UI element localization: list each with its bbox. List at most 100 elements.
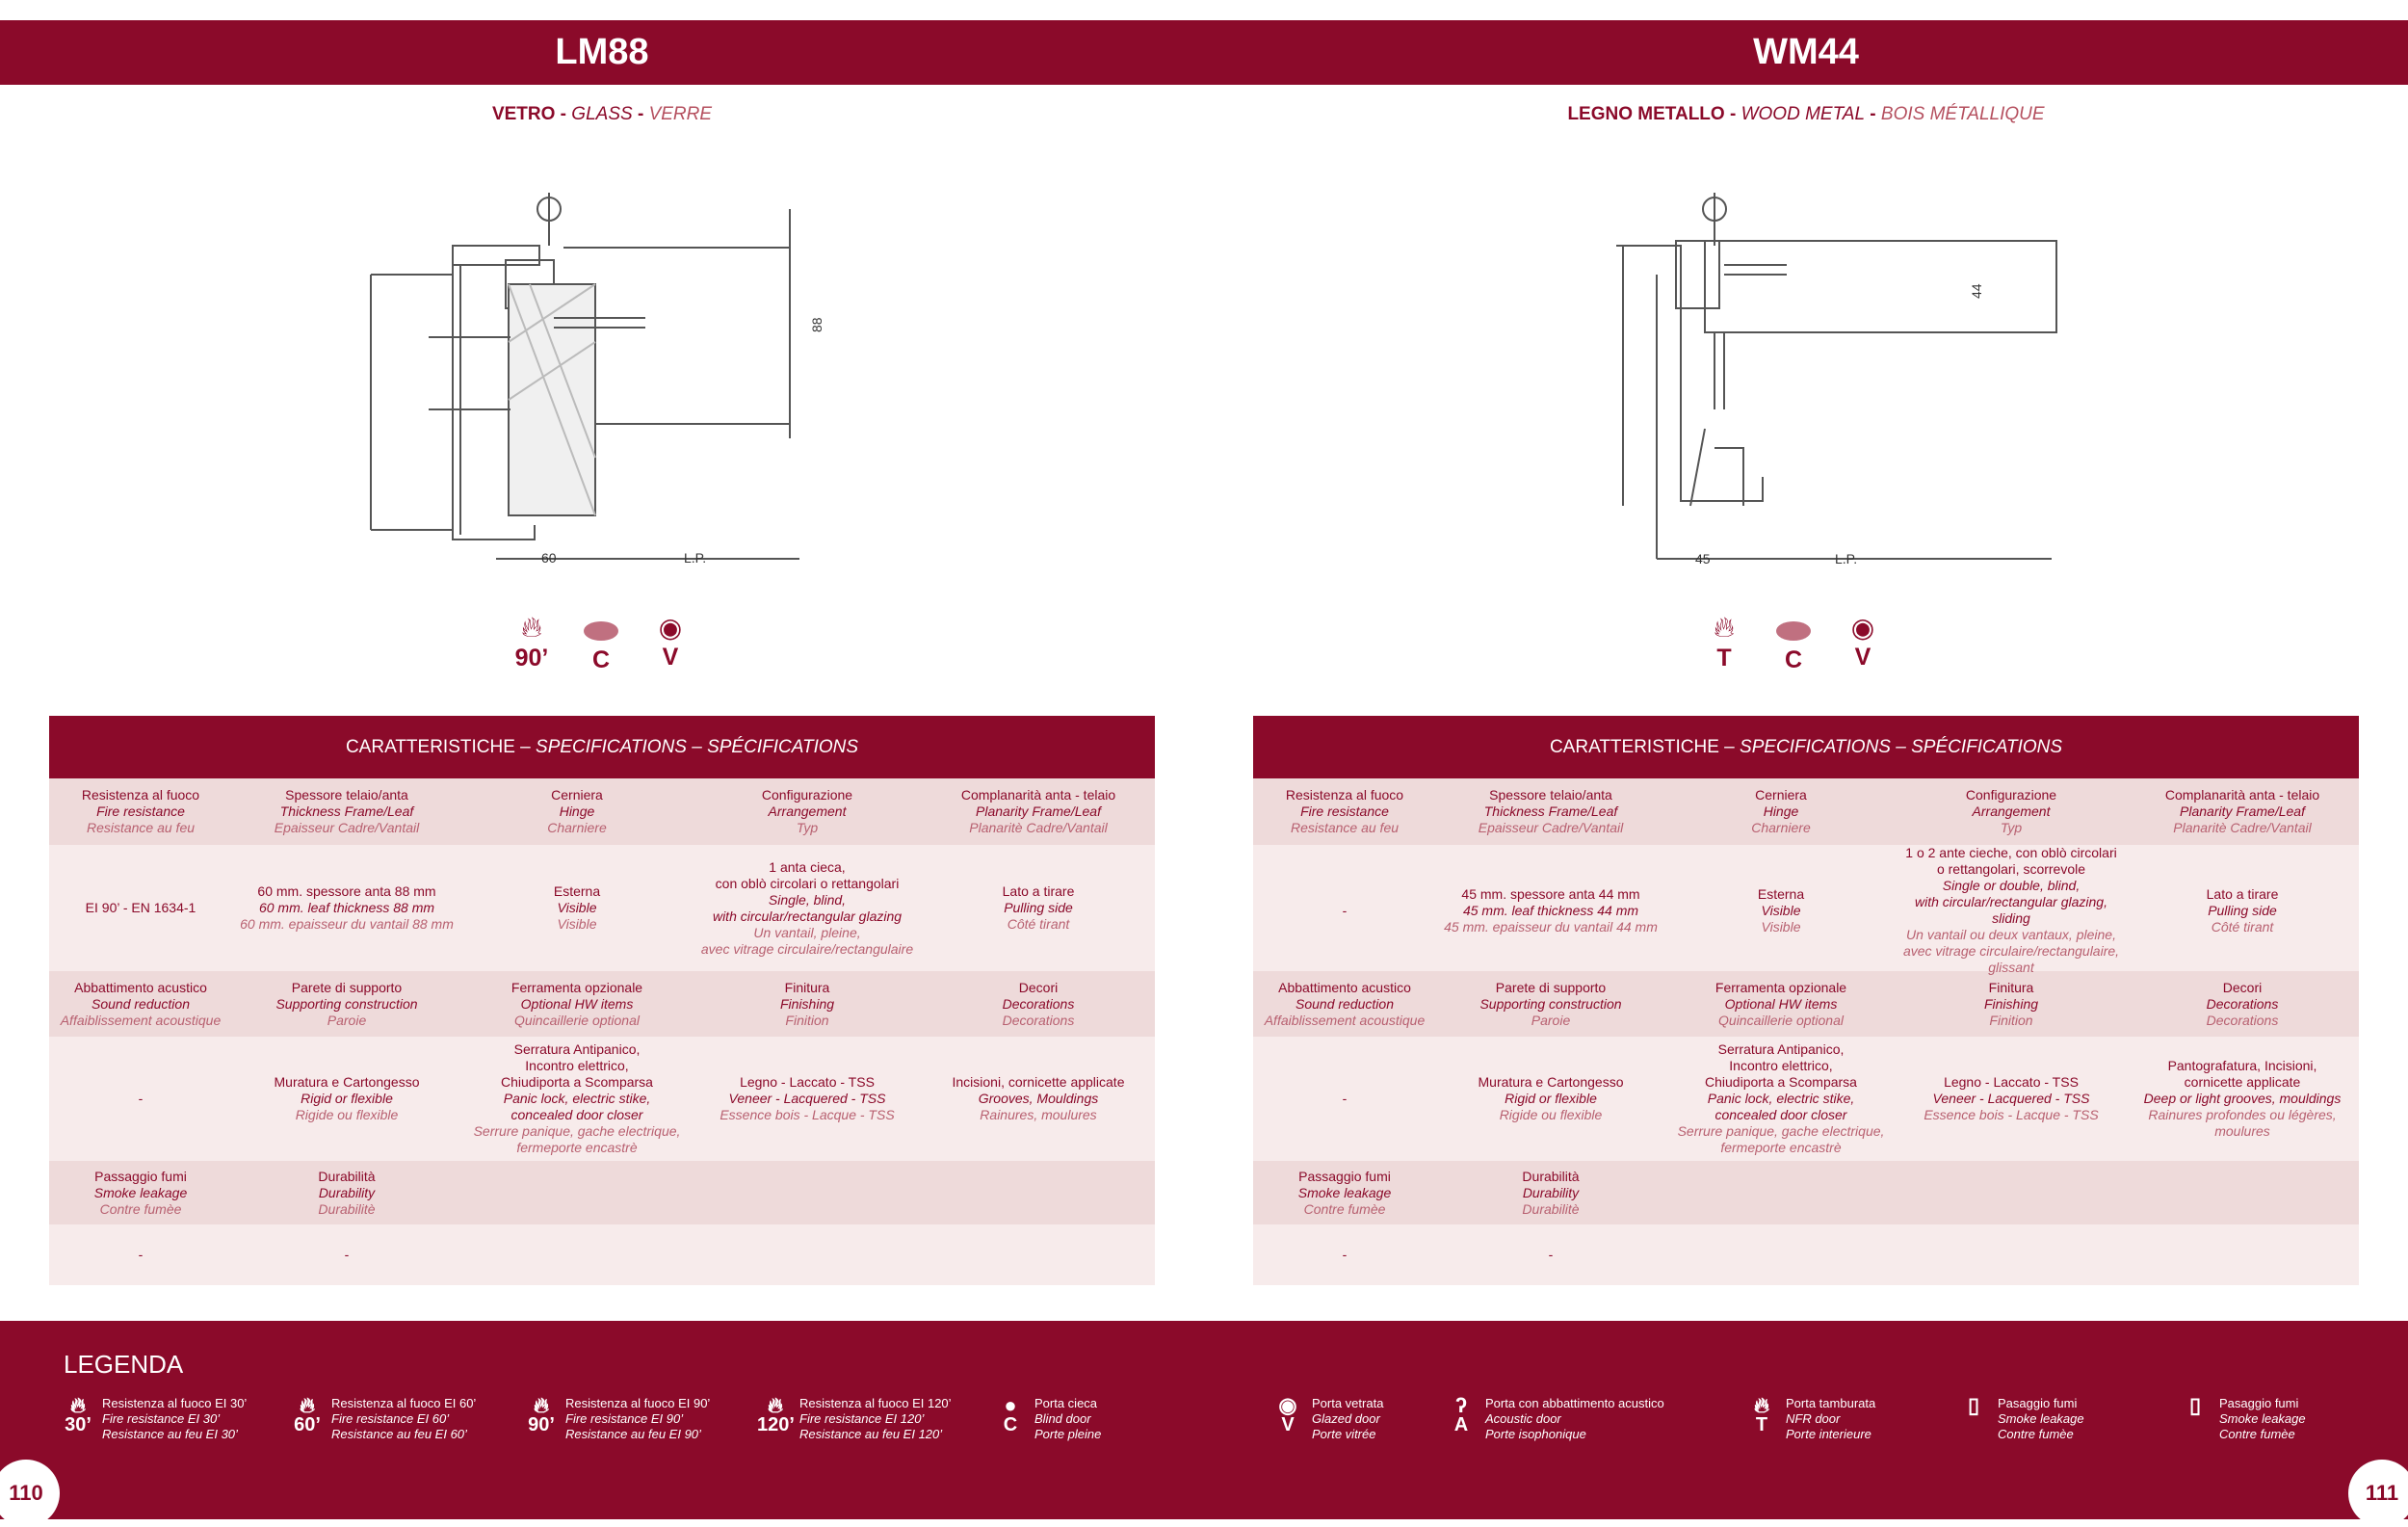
legend-text-fr: Resistance au feu EI 30’	[102, 1427, 238, 1441]
table-cell: Serratura Antipanico, Incontro elettrico…	[1665, 1041, 1897, 1156]
text-en: Deep or light grooves, mouldings	[2143, 1091, 2342, 1106]
text-en: Veneer - Lacquered - TSS	[728, 1091, 886, 1106]
legend-text-en: NFR door	[1786, 1411, 1841, 1426]
text-en: Visible	[557, 900, 597, 915]
smoke-door-icon: ▯	[2188, 1393, 2202, 1417]
table-cell: Serratura Antipanico, Incontro elettrico…	[461, 1041, 693, 1156]
text-en: Supporting construction	[1479, 995, 1622, 1012]
table-cell: Pantografatura, Incisioni, cornicette ap…	[2126, 1058, 2359, 1140]
text-it: Serratura Antipanico, Incontro elettrico…	[1705, 1041, 1857, 1090]
subtitle-fr: VERRE	[648, 104, 713, 124]
text-fr: Serrure panique, gache electrique, ferme…	[473, 1123, 681, 1155]
text-fr: Rainures profondes ou légères, moulures	[2148, 1107, 2337, 1139]
legend-text-it: Porta vetrata	[1312, 1396, 1384, 1410]
eye-icon: ◉V	[1850, 613, 1875, 671]
text-fr: Essence bois - Lacque - TSS	[1924, 1107, 2099, 1122]
text-it: Finitura	[784, 979, 830, 995]
table-cell: -	[232, 1247, 461, 1263]
thickness-dim: 88	[809, 317, 824, 332]
table-cell: 1 o 2 ante cieche, con oblò circolari o …	[1897, 845, 2126, 976]
text-fr: Quincaillerie optional	[514, 1012, 640, 1028]
frame-dim: 45	[1695, 551, 1711, 566]
text-fr: Essence bois - Lacque - TSS	[720, 1107, 895, 1122]
text-fr: Affaiblissement acoustique	[60, 1012, 222, 1028]
text-it: EI 90’ - EN 1634-1	[85, 900, 196, 915]
legend-text-en: Blind door	[1034, 1411, 1091, 1426]
text-it: Pantografatura, Incisioni, cornicette ap…	[2167, 1058, 2317, 1090]
legend-text-fr: Contre fumèe	[2219, 1427, 2295, 1441]
legend-text-en: Glazed door	[1312, 1411, 1380, 1426]
text-it: Cerniera	[551, 787, 603, 803]
text-fr: Typ	[2000, 820, 2023, 835]
text-it: Muratura e Cartongesso	[1478, 1074, 1624, 1090]
legend-text-it: Pasaggio fumi	[1998, 1396, 2078, 1410]
text-fr: Planaritè Cadre/Vantail	[2173, 820, 2312, 835]
table-row: EI 90’ - EN 1634-1 60 mm. spessore anta 8…	[49, 845, 1155, 971]
text-it: -	[1342, 1247, 1348, 1262]
subtitle-en: GLASS	[571, 104, 633, 124]
text-it: Passaggio fumi	[94, 1168, 187, 1184]
text-fr: Serrure panique, gache electrique, ferme…	[1677, 1123, 1885, 1155]
text-it: -	[138, 1247, 144, 1262]
text-en: 45 mm. leaf thickness 44 mm	[1462, 902, 1639, 918]
text-en: Thickness Frame/Leaf	[1483, 803, 1618, 819]
title-band	[0, 20, 2408, 85]
text-it: Configurazione	[761, 787, 853, 803]
smoke-clock-door-icon: ▯	[1967, 1393, 1980, 1417]
text-it: Incisioni, cornicette applicate	[952, 1074, 1125, 1090]
text-fr: Affaiblissement acoustique	[1264, 1012, 1426, 1028]
text-en: Planarity Frame/Leaf	[976, 803, 1101, 819]
text-en: Panic lock, electric stike, concealed do…	[1707, 1091, 1855, 1122]
text-it: 1 anta cieca, con oblò circolari o retta…	[715, 858, 900, 891]
fire-icon: 🔥︎90’	[514, 612, 549, 671]
thickness-dim: 44	[1969, 283, 1984, 299]
legend-text-fr: Contre fumèe	[1998, 1427, 2074, 1441]
legend-text-en: Smoke leakage	[1998, 1411, 2084, 1426]
legend-text-it: Resistenza al fuoco EI 60’	[331, 1396, 477, 1410]
text-fr: Decorations	[2206, 1012, 2279, 1028]
text-en: Thickness Frame/Leaf	[279, 803, 414, 819]
text-en: Pulling side	[2208, 902, 2277, 918]
text-fr: Côté tirant	[1007, 916, 1070, 932]
legend-text-en: Fire resistance EI 60’	[331, 1411, 450, 1426]
text-fr: Paroie	[327, 1012, 367, 1028]
text-en: Sound reduction	[1296, 995, 1394, 1012]
legend-text-it: Resistenza al fuoco EI 90’	[565, 1396, 711, 1410]
fire-120-icon: 🔥︎120’	[757, 1393, 795, 1435]
subtitle-en: WOOD METAL	[1741, 104, 1866, 124]
text-fr: 45 mm. epaisseur du vantail 44 mm	[1444, 918, 1658, 935]
text-it: -	[1342, 902, 1348, 918]
legend-text-it: Porta tamburata	[1786, 1396, 1876, 1410]
text-it: Configurazione	[1965, 787, 2057, 803]
text-en: Optional HW items	[520, 995, 634, 1012]
text-fr: Epaisseur Cadre/Vantail	[1478, 820, 1624, 835]
subtitle-fr: BOIS MÉTALLIQUE	[1880, 104, 2045, 124]
text-fr: Durabilitè	[1522, 1200, 1580, 1217]
text-it: Muratura e Cartongesso	[274, 1074, 420, 1090]
legend-text-fr: Porte isophonique	[1485, 1427, 1586, 1441]
text-fr: Planaritè Cadre/Vantail	[969, 820, 1108, 835]
text-it: Lato a tirare	[2206, 885, 2279, 902]
text-it: -	[1548, 1247, 1554, 1262]
text-fr: Rainures, moulures	[980, 1107, 1097, 1122]
legend-title: LEGENDA	[64, 1350, 184, 1379]
legend-text-fr: Porte interieure	[1786, 1427, 1871, 1441]
text-it: Lato a tirare	[1002, 883, 1075, 899]
table-cell: -	[49, 1247, 232, 1263]
table-cell: -	[1436, 1247, 1665, 1263]
